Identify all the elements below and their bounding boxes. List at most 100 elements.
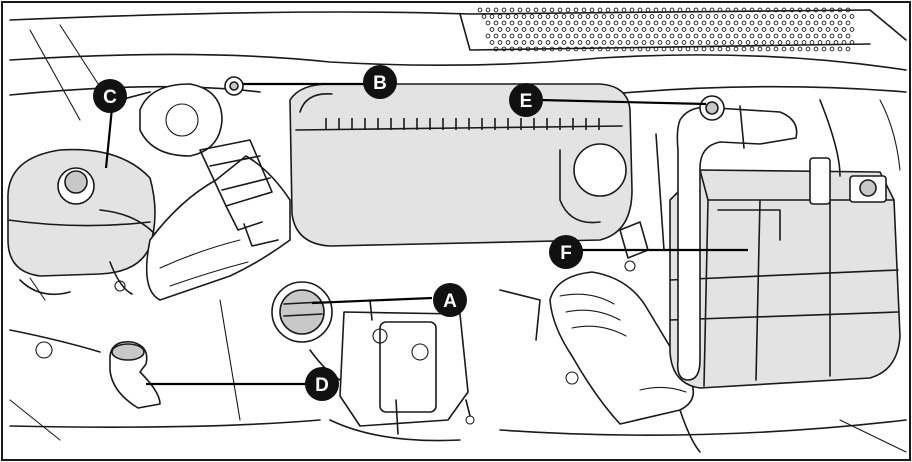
grille-hole <box>493 7 499 13</box>
grille-hole <box>549 33 555 39</box>
grille-hole <box>749 20 755 26</box>
grille-hole <box>709 33 715 39</box>
grille-hole <box>749 46 755 52</box>
misc-components <box>499 99 901 385</box>
grille-hole <box>805 20 811 26</box>
callout-d: D <box>305 367 339 401</box>
grille-hole <box>789 46 795 52</box>
grille-hole <box>625 27 631 32</box>
grille-hole <box>825 27 831 32</box>
grille-hole <box>493 46 499 52</box>
grille-hole <box>641 40 647 45</box>
grille-hole <box>821 33 827 39</box>
grille-hole <box>529 27 535 32</box>
grille-hole <box>561 14 567 19</box>
grille-hole <box>705 40 711 45</box>
grille-hole <box>837 46 843 52</box>
grille-hole <box>781 33 787 39</box>
grille-hole <box>733 33 739 39</box>
grille-hole <box>649 27 655 32</box>
brake-fluid-reservoir <box>9 329 161 409</box>
grille-hole <box>689 27 695 32</box>
grille-hole <box>765 20 771 26</box>
grille-hole <box>525 46 531 52</box>
grille-hole <box>509 7 515 13</box>
grille-hole <box>833 14 839 19</box>
grille-hole <box>553 14 559 19</box>
callout-c-circle <box>93 79 127 113</box>
grille-hole <box>837 33 843 39</box>
grille-hole <box>637 7 643 13</box>
grille-hole <box>613 46 619 52</box>
grille-hole <box>533 7 539 13</box>
grille-hole <box>825 40 831 45</box>
grille-hole <box>517 46 523 52</box>
engine-oil-filler-cap <box>271 281 333 343</box>
grille-hole <box>601 14 607 19</box>
grille-hole <box>501 46 507 52</box>
grille-hole <box>597 33 603 39</box>
callout-f-label: F <box>560 243 572 264</box>
grille-hole <box>761 27 767 32</box>
grille-hole <box>557 33 563 39</box>
grille-hole <box>737 14 743 19</box>
grille-hole <box>721 27 727 32</box>
grille-hole <box>813 46 819 52</box>
grille-hole <box>521 27 527 32</box>
grille-hole <box>781 7 787 13</box>
callout-c: C <box>93 79 127 113</box>
grille-hole <box>485 33 491 39</box>
grille-hole <box>533 46 539 52</box>
callout-f: F <box>549 235 583 269</box>
grille-hole <box>581 20 587 26</box>
grille-hole <box>657 40 663 45</box>
grille-hole <box>693 33 699 39</box>
throttle-body <box>309 299 475 442</box>
grille-hole <box>693 7 699 13</box>
grille-hole <box>833 27 839 32</box>
grille-hole <box>629 20 635 26</box>
grille-hole <box>545 27 551 32</box>
grille-hole <box>501 7 507 13</box>
grille-hole <box>497 14 503 19</box>
callout-a-label: A <box>443 291 457 312</box>
grille-hole <box>573 33 579 39</box>
grille-hole <box>629 33 635 39</box>
grille-hole <box>685 46 691 52</box>
grille-hole <box>593 27 599 32</box>
grille-hole <box>609 40 615 45</box>
grille-hole <box>705 14 711 19</box>
grille-hole <box>669 7 675 13</box>
grille-hole <box>729 40 735 45</box>
grille-hole <box>797 46 803 52</box>
grille-hole <box>737 27 743 32</box>
grille-hole <box>589 33 595 39</box>
leader-line-a <box>311 296 433 305</box>
grille-hole <box>625 14 631 19</box>
grille-hole <box>637 20 643 26</box>
grille-hole <box>677 33 683 39</box>
grille-hole <box>597 46 603 52</box>
grille-hole <box>617 27 623 32</box>
grille-hole <box>693 46 699 52</box>
grille-hole <box>589 20 595 26</box>
grille-hole <box>821 46 827 52</box>
grille-hole <box>573 7 579 13</box>
grille-hole <box>849 14 855 19</box>
grille-hole <box>757 46 763 52</box>
grille-hole <box>585 27 591 32</box>
grille-hole <box>669 20 675 26</box>
grille-hole <box>717 33 723 39</box>
grille-hole <box>645 20 651 26</box>
grille-hole <box>717 46 723 52</box>
grille-hole <box>761 40 767 45</box>
grille-hole <box>677 7 683 13</box>
grille-hole <box>789 33 795 39</box>
grille-hole <box>785 27 791 32</box>
grille-hole <box>725 7 731 13</box>
grille-hole <box>549 20 555 26</box>
grille-hole <box>665 27 671 32</box>
grille-hole <box>677 46 683 52</box>
grille-hole <box>749 33 755 39</box>
grille-hole <box>481 14 487 19</box>
